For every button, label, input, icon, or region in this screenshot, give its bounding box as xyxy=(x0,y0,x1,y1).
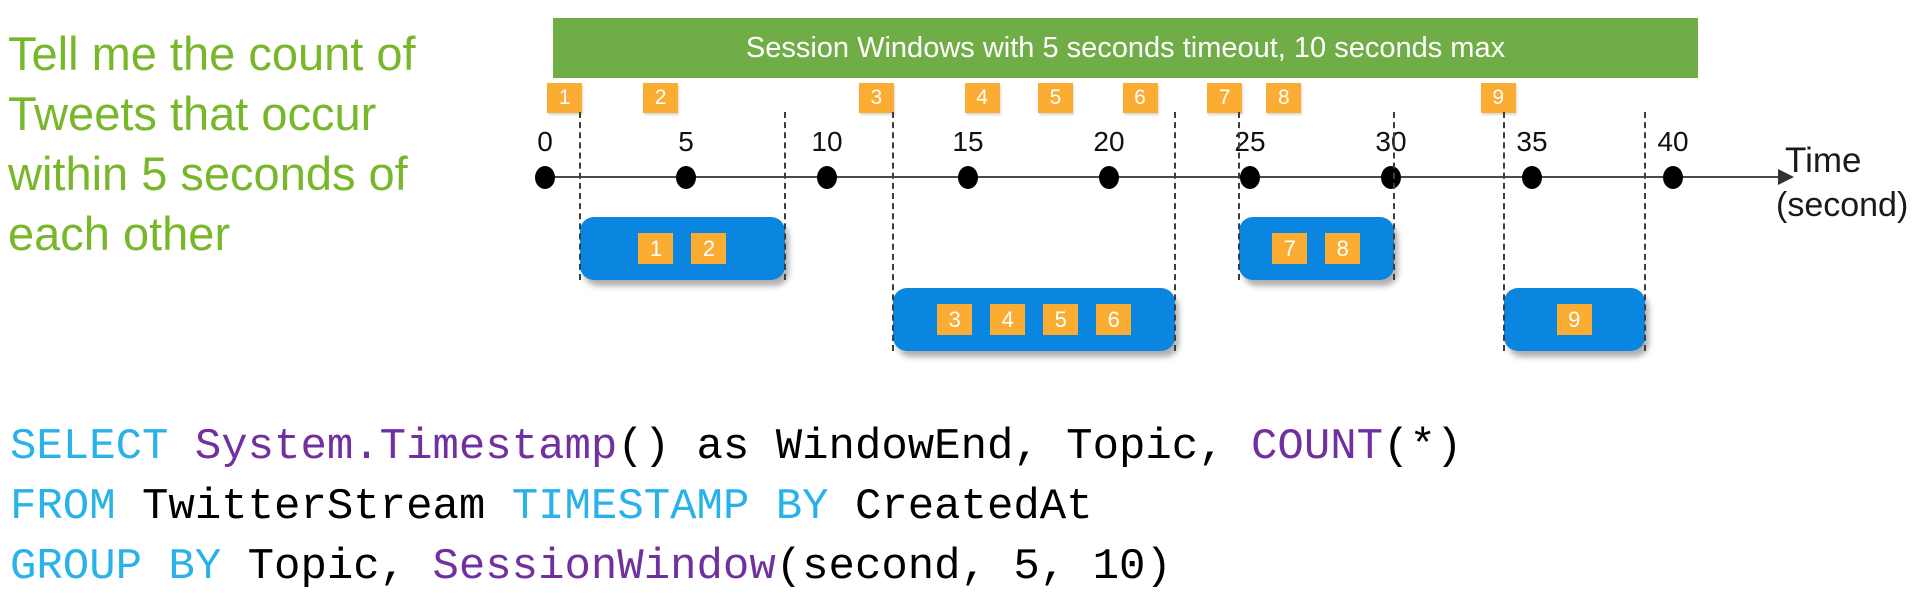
tick-label: 40 xyxy=(1657,126,1689,157)
query-text-line: within 5 seconds of xyxy=(8,147,408,200)
timeline-dot xyxy=(676,166,696,189)
timeline-dot xyxy=(1522,166,1542,189)
code-token: CreatedAt xyxy=(828,482,1093,532)
session-boundary-line xyxy=(1643,112,1646,351)
session-boundary-line xyxy=(783,112,786,280)
tick-label: 10 xyxy=(811,126,843,157)
time-axis-line xyxy=(545,176,1778,178)
session-boundary-line xyxy=(1174,112,1177,351)
code-token: (*) xyxy=(1383,422,1463,472)
session-event-marker: 9 xyxy=(1556,304,1592,335)
timeline-dot xyxy=(535,166,555,189)
session-boundary-line xyxy=(892,112,895,351)
event-marker: 8 xyxy=(1266,83,1302,113)
time-axis-unit-label: (second) xyxy=(1776,186,1909,224)
event-marker: 2 xyxy=(643,83,679,113)
timeline-dot xyxy=(1663,166,1683,189)
event-marker: 4 xyxy=(964,83,1000,113)
session-event-marker: 8 xyxy=(1325,233,1361,264)
timeline-dot xyxy=(1240,166,1260,189)
query-text-line: each other xyxy=(8,207,231,260)
tick-label: 15 xyxy=(952,126,984,157)
session-event-marker: 2 xyxy=(691,233,727,264)
event-marker: 3 xyxy=(858,83,894,113)
code-token xyxy=(168,422,194,472)
session-event-marker: 5 xyxy=(1043,304,1079,335)
session-boundary-line xyxy=(579,112,582,280)
query-text-line: Tweets that occur xyxy=(8,87,377,140)
session-event-marker: 4 xyxy=(990,304,1026,335)
tick-label: 5 xyxy=(678,126,694,157)
tick-label: 20 xyxy=(1093,126,1125,157)
event-marker: 7 xyxy=(1207,83,1243,113)
timeline-dot xyxy=(1381,166,1401,189)
code-token: FROM xyxy=(10,482,116,532)
time-axis-arrowhead-icon xyxy=(1778,169,1794,185)
session-boundary-line xyxy=(1502,112,1505,351)
session-boundary-line xyxy=(1237,112,1240,280)
query-text: Tell me the count of Tweets that occur wit… xyxy=(8,24,488,264)
sql-code-block: SELECT System.Timestamp() as WindowEnd, … xyxy=(10,417,1462,597)
code-token: (second, 5, 10) xyxy=(775,542,1172,592)
session-boundary-line xyxy=(1392,112,1395,280)
code-token: COUNT xyxy=(1251,422,1384,472)
event-marker: 9 xyxy=(1480,83,1516,113)
code-token: SELECT xyxy=(10,422,169,472)
tick-label: 0 xyxy=(537,126,553,157)
code-token: System.Timestamp xyxy=(194,422,618,472)
event-marker: 1 xyxy=(547,83,583,113)
session-event-marker: 7 xyxy=(1272,233,1308,264)
event-marker: 6 xyxy=(1122,83,1158,113)
session-event-marker: 1 xyxy=(638,233,674,264)
event-marker: 5 xyxy=(1037,83,1073,113)
time-axis-label: Time xyxy=(1785,141,1862,180)
tick-label: 25 xyxy=(1234,126,1266,157)
code-token: TIMESTAMP BY xyxy=(511,482,829,532)
session-event-marker: 3 xyxy=(937,304,973,335)
code-line: SELECT System.Timestamp() as WindowEnd, … xyxy=(10,417,1462,477)
session-window: 9 xyxy=(1503,288,1645,351)
code-token: () as WindowEnd, Topic, xyxy=(617,422,1252,472)
code-token: SessionWindow xyxy=(432,542,776,592)
banner-label: Session Windows with 5 seconds timeout, … xyxy=(745,31,1506,64)
code-token: Topic, xyxy=(221,542,433,592)
timeline-dot xyxy=(817,166,837,189)
query-text-line: Tell me the count of xyxy=(8,27,416,80)
timeline-dot xyxy=(1099,166,1119,189)
timeline-dot xyxy=(958,166,978,189)
session-event-marker: 6 xyxy=(1096,304,1132,335)
tick-label: 30 xyxy=(1375,126,1407,157)
banner: Session Windows with 5 seconds timeout, … xyxy=(553,18,1698,78)
code-line: FROM TwitterStream TIMESTAMP BY CreatedA… xyxy=(10,477,1462,537)
tick-label: 35 xyxy=(1516,126,1548,157)
code-token: GROUP BY xyxy=(10,542,222,592)
code-token: TwitterStream xyxy=(115,482,512,532)
code-line: GROUP BY Topic, SessionWindow(second, 5,… xyxy=(10,537,1462,597)
